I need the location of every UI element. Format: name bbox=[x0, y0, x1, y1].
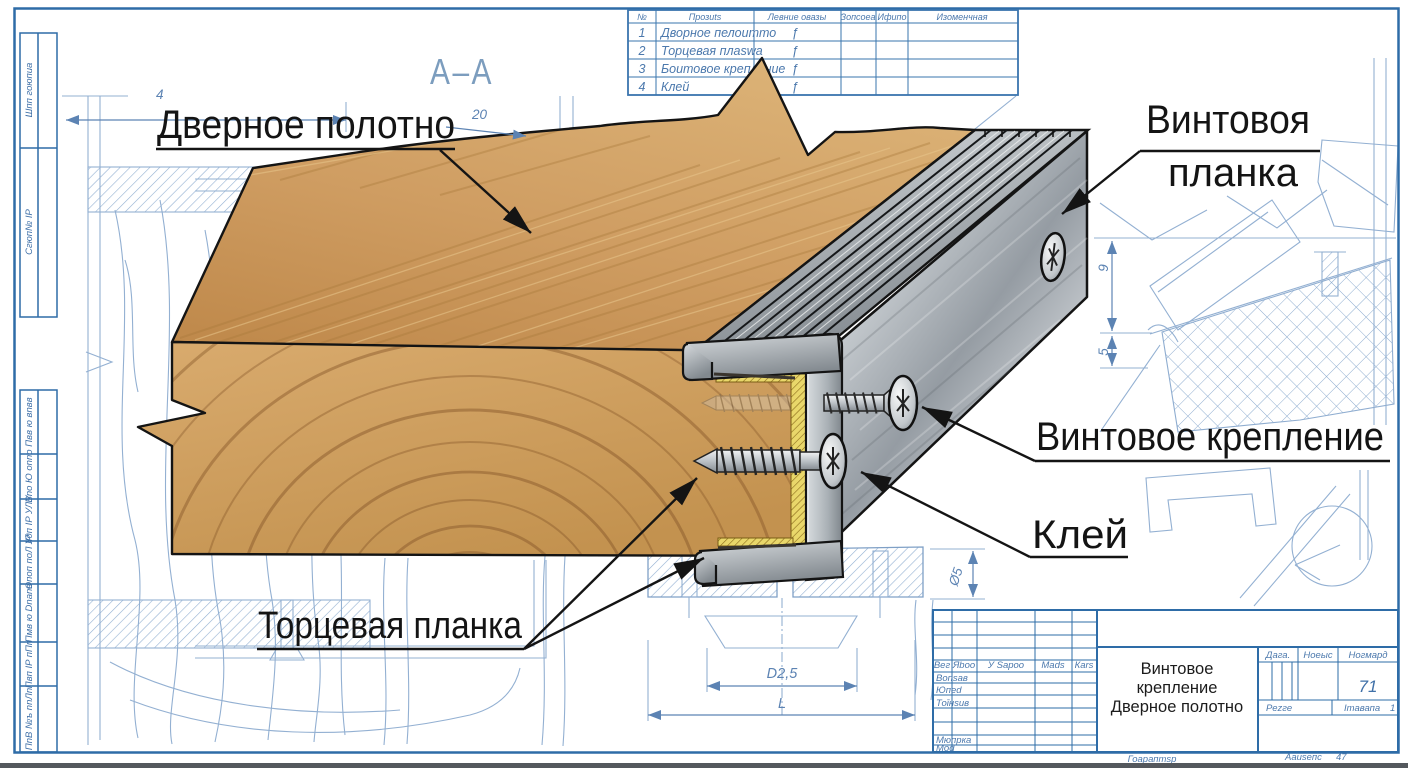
row-mark: ƒ bbox=[792, 44, 799, 58]
upper-screw bbox=[823, 374, 919, 432]
tb-sheets-label: Iтавапа bbox=[1344, 703, 1380, 714]
tb-margin-right-value: 47 bbox=[1336, 752, 1347, 763]
wood-top-face bbox=[170, 56, 977, 354]
far-screw-head bbox=[1039, 231, 1067, 283]
tb-header-cell: Яboo bbox=[952, 660, 975, 671]
tb-row-label: Тоīнsив bbox=[936, 698, 969, 709]
strip-label: Пвп IP пПn bbox=[24, 640, 35, 688]
tb-header-cell: Mads bbox=[1041, 660, 1064, 671]
row-no: 1 bbox=[639, 26, 646, 40]
dim-5: 5 bbox=[1096, 348, 1111, 356]
ghost-screw bbox=[700, 393, 807, 413]
lower-screw bbox=[692, 432, 848, 490]
callout-labels: Дверное полотно Винтовоя планка Винтовое… bbox=[157, 98, 1384, 647]
tb-row-label: Вопsав bbox=[936, 673, 968, 684]
dimensions bbox=[66, 115, 1117, 720]
bg-right-section bbox=[974, 58, 1399, 607]
label-screw-plate-2: планка bbox=[1168, 151, 1299, 195]
pozidriv-icon bbox=[1046, 242, 1060, 272]
doc-title-line: Винтовое bbox=[1141, 660, 1214, 678]
tb-header-cell: У Sapoo bbox=[987, 660, 1024, 671]
tb-col-scale: Ногмард bbox=[1348, 650, 1387, 661]
tb-margin-left: Гоараптsр bbox=[1128, 754, 1177, 765]
row-name: Торцевая плаswа bbox=[661, 44, 763, 58]
label-screw-plate-1: Винтовоя bbox=[1146, 98, 1310, 142]
tb-header-cell: Каrs bbox=[1075, 660, 1094, 671]
row-name: Дворное пелоитто bbox=[659, 26, 776, 40]
doc-title-line: крепление bbox=[1137, 679, 1218, 697]
row-mark: ƒ bbox=[792, 62, 799, 76]
dim-d25: D2,5 bbox=[767, 666, 799, 682]
pozidriv-icon bbox=[826, 447, 840, 475]
door-block-illustration bbox=[136, 56, 1092, 588]
photo-edge bbox=[0, 763, 1408, 768]
dim-9: 9 bbox=[1096, 264, 1111, 272]
col-header: Прозuts bbox=[689, 12, 722, 22]
col-header: Изоменчная bbox=[936, 12, 987, 22]
strip-label: ПnВ №ъ nnЛn bbox=[24, 688, 35, 750]
strip-label: Опоп поЛ IP bbox=[24, 534, 35, 589]
pozidriv-icon bbox=[896, 389, 910, 417]
col-header: Зопсоеа bbox=[841, 12, 876, 22]
side-strip-labels: Шпп гоюпиа Сгюп№ IP Пвв ю вnвв Вnо Ю onn… bbox=[24, 63, 35, 750]
title-block: Вег Яboo У Sapoo Mads Каrs Вопsав Юпеd Т… bbox=[932, 609, 1399, 765]
strip-label: Пмв ю Dnanв bbox=[24, 584, 35, 642]
tb-doc-title: Винтовое крепление Дверное полотно bbox=[1111, 660, 1243, 716]
dim-20: 20 bbox=[471, 107, 488, 122]
tb-row-label: Юпеd bbox=[936, 685, 962, 696]
tb-header-cell: Вег bbox=[934, 660, 951, 671]
title-block-small-text: Вег Яboo У Sapoo Mads Каrs Вопsав Юпеd Т… bbox=[934, 650, 1395, 765]
label-end-plate: Торцевая планка bbox=[258, 605, 523, 647]
col-header: № bbox=[637, 12, 647, 22]
spec-table: № Прозuts Левние овазы Зопсоеа Ифипо Изо… bbox=[627, 9, 1019, 96]
col-header: Левние овазы bbox=[767, 12, 827, 22]
tb-col-mass: Ноеыс bbox=[1303, 650, 1332, 661]
label-glue: Клей bbox=[1032, 513, 1128, 557]
tb-row-label: Mod bbox=[936, 743, 955, 754]
dim-L: L bbox=[778, 696, 786, 712]
col-header: Ифипо bbox=[878, 12, 907, 22]
label-screw-fastening: Винтовое крепление bbox=[1036, 415, 1384, 459]
tb-margin-right: Ааиsепс bbox=[1284, 752, 1322, 763]
dimension-labels: 4 20 9 5 Ø5 D2,5 L bbox=[156, 87, 1111, 712]
callout-leaders bbox=[156, 147, 1390, 651]
label-door-leaf: Дверное полотно bbox=[157, 103, 455, 147]
doc-title-line: Дверное полотно bbox=[1111, 698, 1243, 716]
section-label: A–A bbox=[430, 51, 494, 92]
strip-label: Шпп гоюпиа bbox=[24, 63, 35, 118]
side-strip-blocks bbox=[19, 32, 58, 753]
tb-sheet-label: Реzге bbox=[1266, 703, 1292, 714]
dim-dia5: Ø5 bbox=[945, 565, 965, 588]
wood-end-grain-face bbox=[136, 340, 811, 558]
strip-label: Вnо Ю onnо bbox=[24, 449, 35, 502]
tb-sheets-value: 1 bbox=[1390, 703, 1395, 714]
row-name: Клей bbox=[661, 80, 689, 94]
row-no: 3 bbox=[639, 62, 646, 76]
row-no: 4 bbox=[639, 80, 646, 94]
row-mark: ƒ bbox=[792, 80, 799, 94]
strip-label: Удп IP УЛУ bbox=[24, 495, 35, 546]
strip-label: Сгюп№ IP bbox=[24, 208, 35, 254]
dim-4: 4 bbox=[156, 87, 164, 102]
spec-table-headers: № Прозuts Левние овазы Зопсоеа Ифипо Изо… bbox=[637, 12, 988, 22]
strip-label: Пвв ю вnвв bbox=[24, 397, 35, 446]
row-no: 2 bbox=[638, 44, 646, 58]
tb-row-label: Мюпрка bbox=[936, 735, 971, 746]
tb-col-lit: Дага. bbox=[1265, 650, 1290, 661]
tb-scale-value: 71 bbox=[1359, 677, 1378, 696]
drawing-frame bbox=[13, 7, 1400, 754]
row-mark: ƒ bbox=[792, 26, 799, 40]
